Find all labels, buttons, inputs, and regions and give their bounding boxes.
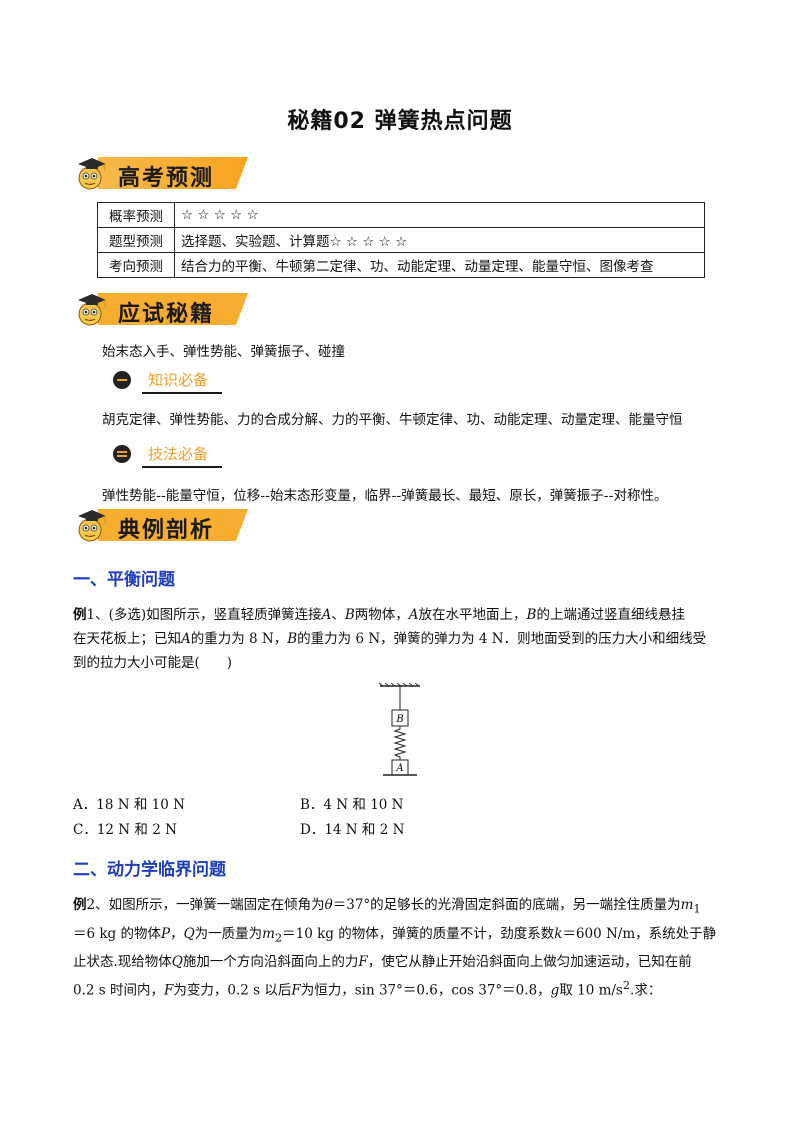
knowledge-text: 胡克定律、弹性势能、力的合成分解、力的平衡、牛顿定律、功、动能定理、动量定理、能…: [102, 412, 683, 428]
graduate-mascot-icon: [78, 294, 106, 326]
option-d: D．14 N 和 2 N: [300, 822, 405, 838]
example-label: 例: [73, 607, 87, 623]
table-row: 考向预测 结合力的平衡、牛顿第二定律、功、动能定理、动量定理、能量守恒、图像考查: [97, 252, 705, 278]
minus-circle-icon: [113, 371, 131, 389]
block-a-label: A: [395, 763, 403, 774]
equals-circle-icon: [113, 445, 131, 463]
table-key: 考向预测: [97, 252, 175, 278]
banner-bar: [98, 509, 248, 541]
graduate-mascot-icon: [78, 158, 106, 190]
table-key: 概率预测: [97, 202, 175, 228]
spring-diagram: B A: [378, 683, 420, 776]
table-value: 选择题、实验题、计算题☆ ☆ ☆ ☆ ☆: [174, 227, 705, 253]
strategy-intro: 始末态入手、弹性势能、弹簧振子、碰撞: [102, 344, 345, 360]
example-2-text: 例2、如图所示，一弹簧一端固定在倾角为θ＝37°的足够长的光滑固定斜面的底端，另…: [73, 897, 717, 999]
table-row: 题型预测 选择题、实验题、计算题☆ ☆ ☆ ☆ ☆: [97, 227, 705, 253]
table-row: 概率预测 ☆ ☆ ☆ ☆ ☆: [97, 202, 705, 228]
section-heading-dynamics-critical: 二、动力学临界问题: [73, 860, 226, 880]
banner-example-analysis: 典例剖析: [72, 506, 252, 546]
example-label: 例: [73, 897, 87, 913]
option-c: C．12 N 和 2 N: [73, 822, 177, 838]
knowledge-subheading: 知识必备: [112, 366, 222, 394]
banner-bar: [98, 157, 248, 189]
option-b: B．4 N 和 10 N: [300, 797, 404, 813]
prediction-table: 概率预测 ☆ ☆ ☆ ☆ ☆ 题型预测 选择题、实验题、计算题☆ ☆ ☆ ☆ ☆…: [97, 202, 705, 278]
table-key: 题型预测: [97, 227, 175, 253]
technique-label: 技法必备: [148, 445, 209, 463]
subheading-underline: [142, 466, 222, 468]
technique-subheading: 技法必备: [112, 440, 222, 468]
option-a: A．18 N 和 10 N: [73, 797, 185, 813]
banner-title: 典例剖析: [118, 518, 215, 543]
section-heading-equilibrium: 一、平衡问题: [73, 570, 175, 590]
block-b-label: B: [395, 714, 403, 725]
technique-text: 弹性势能--能量守恒，位移--始末态形变量，临界--弹簧最长、最短、原长，弹簧振…: [102, 488, 668, 504]
example-1-text: 例1、(多选)如图所示，竖直轻质弹簧连接A、B两物体，A放在水平地面上，B的上端…: [73, 607, 707, 671]
table-value: ☆ ☆ ☆ ☆ ☆: [174, 202, 705, 228]
table-value: 结合力的平衡、牛顿第二定律、功、动能定理、动量定理、能量守恒、图像考查: [174, 252, 705, 278]
banner-title: 高考预测: [118, 166, 215, 191]
banner-exam-secrets: 应试秘籍: [72, 290, 252, 330]
graduate-mascot-icon: [78, 510, 106, 542]
knowledge-label: 知识必备: [148, 371, 209, 389]
banner-bar: [98, 293, 248, 325]
banner-gaokao-prediction: 高考预测: [72, 154, 252, 194]
subheading-underline: [142, 392, 222, 394]
banner-title: 应试秘籍: [118, 302, 215, 327]
page-title: 秘籍02 弹簧热点问题: [287, 109, 513, 134]
